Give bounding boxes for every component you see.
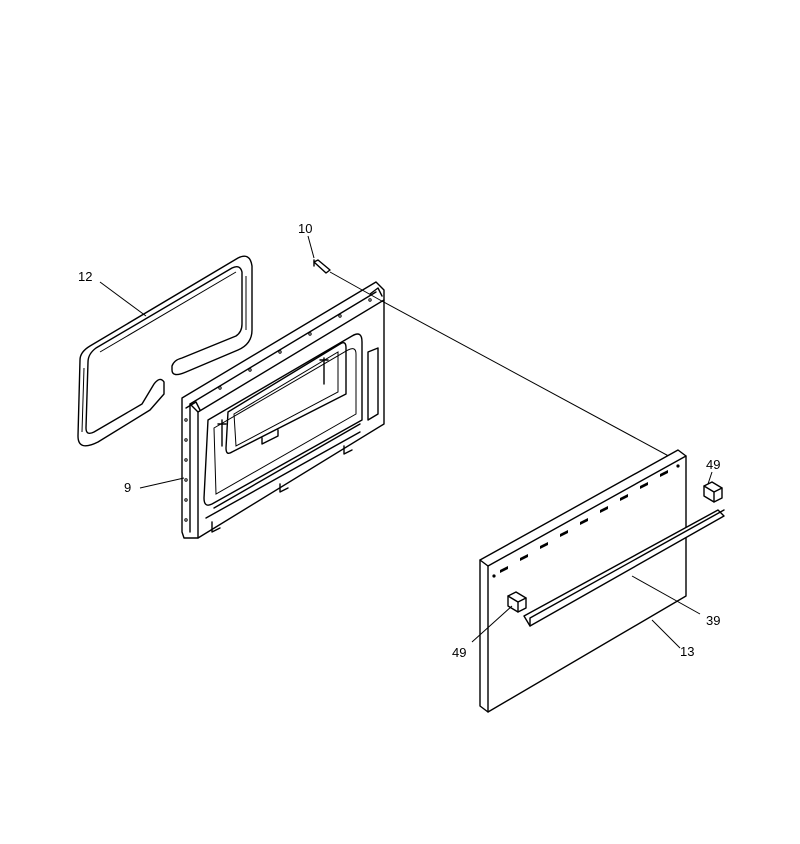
callout-49-right: 49 <box>706 457 720 472</box>
clip-right-part <box>703 481 723 503</box>
callout-12: 12 <box>78 269 92 284</box>
callout-13: 13 <box>680 644 694 659</box>
inner-door-frame-part <box>181 281 385 539</box>
clip-left-part <box>507 591 527 613</box>
callout-10: 10 <box>298 221 312 236</box>
callout-49-left: 49 <box>452 645 466 660</box>
vent-slots <box>500 470 668 573</box>
leader-lines <box>99 235 713 649</box>
door-gasket-part <box>77 255 253 447</box>
outer-door-panel-part <box>479 449 687 713</box>
handle-bar-part <box>523 509 725 627</box>
callout-9: 9 <box>124 480 131 495</box>
callout-39: 39 <box>706 613 720 628</box>
screw-part <box>313 259 331 274</box>
alignment-line <box>329 271 677 461</box>
